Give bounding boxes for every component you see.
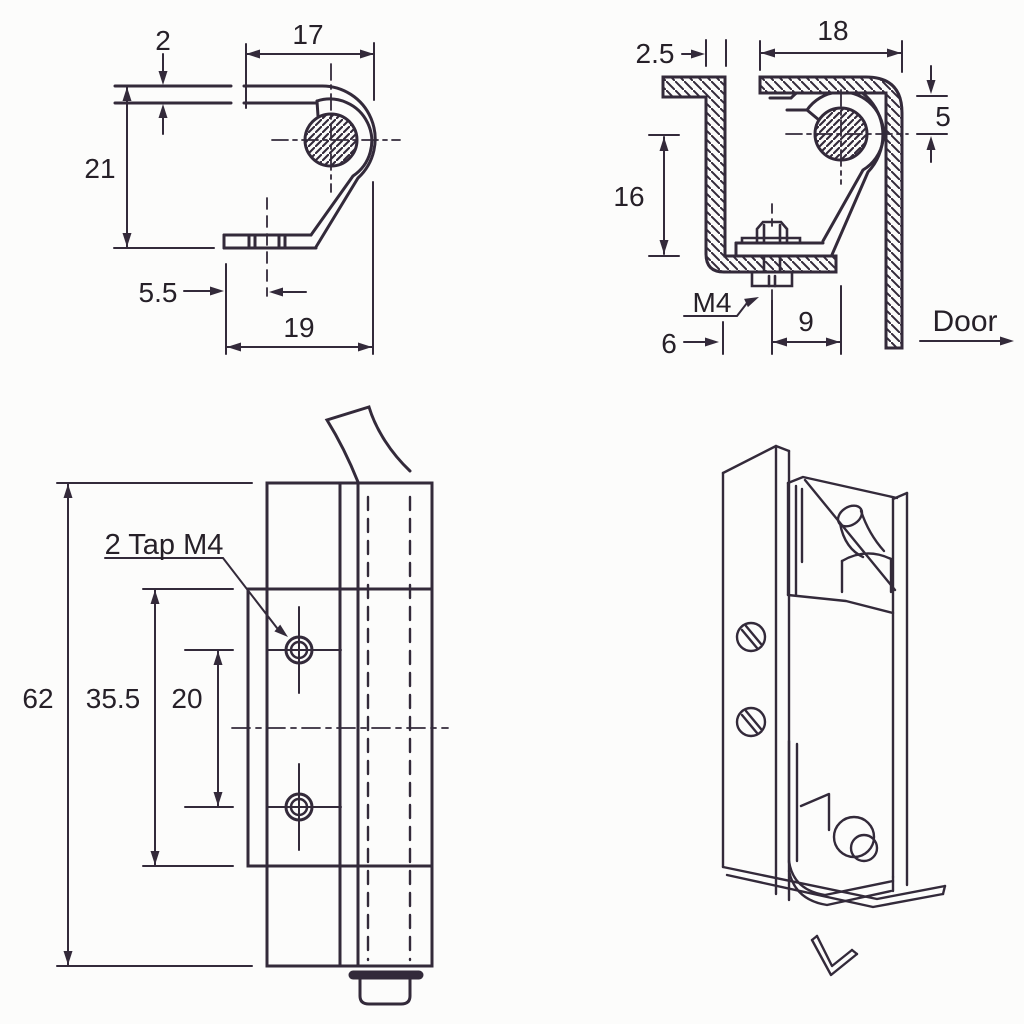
iso-spring-pin: [832, 504, 893, 863]
view-isometric: [721, 444, 947, 977]
door-edge-section: [758, 75, 904, 350]
center-lines: [266, 63, 401, 297]
dim-mount-height: 16: [613, 181, 644, 212]
view-front-elevation: 2 Tap M4 62 35.5 20: [22, 405, 449, 1006]
arrowheads-3: [63, 484, 288, 965]
dim-overall-height: 62: [22, 683, 53, 714]
dim-frame-offset: 6: [661, 328, 677, 359]
tap-note: 2 Tap M4: [105, 529, 224, 561]
dim-top-span: 18: [817, 15, 848, 46]
dim-leaf-width: 19: [283, 312, 314, 343]
dim-hole-offset: 5.5: [139, 277, 178, 308]
dimension-lines: [113, 42, 375, 355]
pin-end: [348, 970, 424, 1006]
iso-foot: [721, 865, 947, 977]
dimension-lines-3: [56, 482, 278, 967]
dim-leaf-thickness: 2: [155, 25, 171, 56]
iso-screws: [735, 621, 767, 738]
dim-plate-height: 35.5: [86, 683, 141, 714]
arrowheads-2: [659, 48, 1014, 347]
view-profile-section: 2 17 21 5.5 19: [84, 19, 401, 355]
iso-bracket: [786, 475, 909, 907]
m4-screw-assembly: [740, 220, 802, 288]
door-label: Door: [932, 305, 997, 338]
hinge-profile-outline: [113, 84, 377, 250]
dimension-lines-2: [648, 39, 1003, 355]
dim-leaf-height: 21: [84, 153, 115, 184]
tapped-holes: [266, 606, 342, 851]
dim-pin-to-screw: 9: [798, 306, 814, 337]
iso-back-plate: [721, 444, 791, 902]
frame-section: [661, 75, 838, 274]
dim-screw-size: M4: [693, 287, 732, 318]
front-plates: [246, 405, 434, 968]
dim-knuckle-span: 17: [292, 19, 323, 50]
dim-frame-thickness: 2.5: [636, 38, 675, 69]
dim-pin-drop: 5: [935, 101, 951, 132]
dim-hole-spacing: 20: [171, 683, 202, 714]
view-mounted-section: 2.5 18 5 16 M4 6 9 Door: [613, 15, 1014, 359]
arrowheads: [122, 49, 374, 352]
